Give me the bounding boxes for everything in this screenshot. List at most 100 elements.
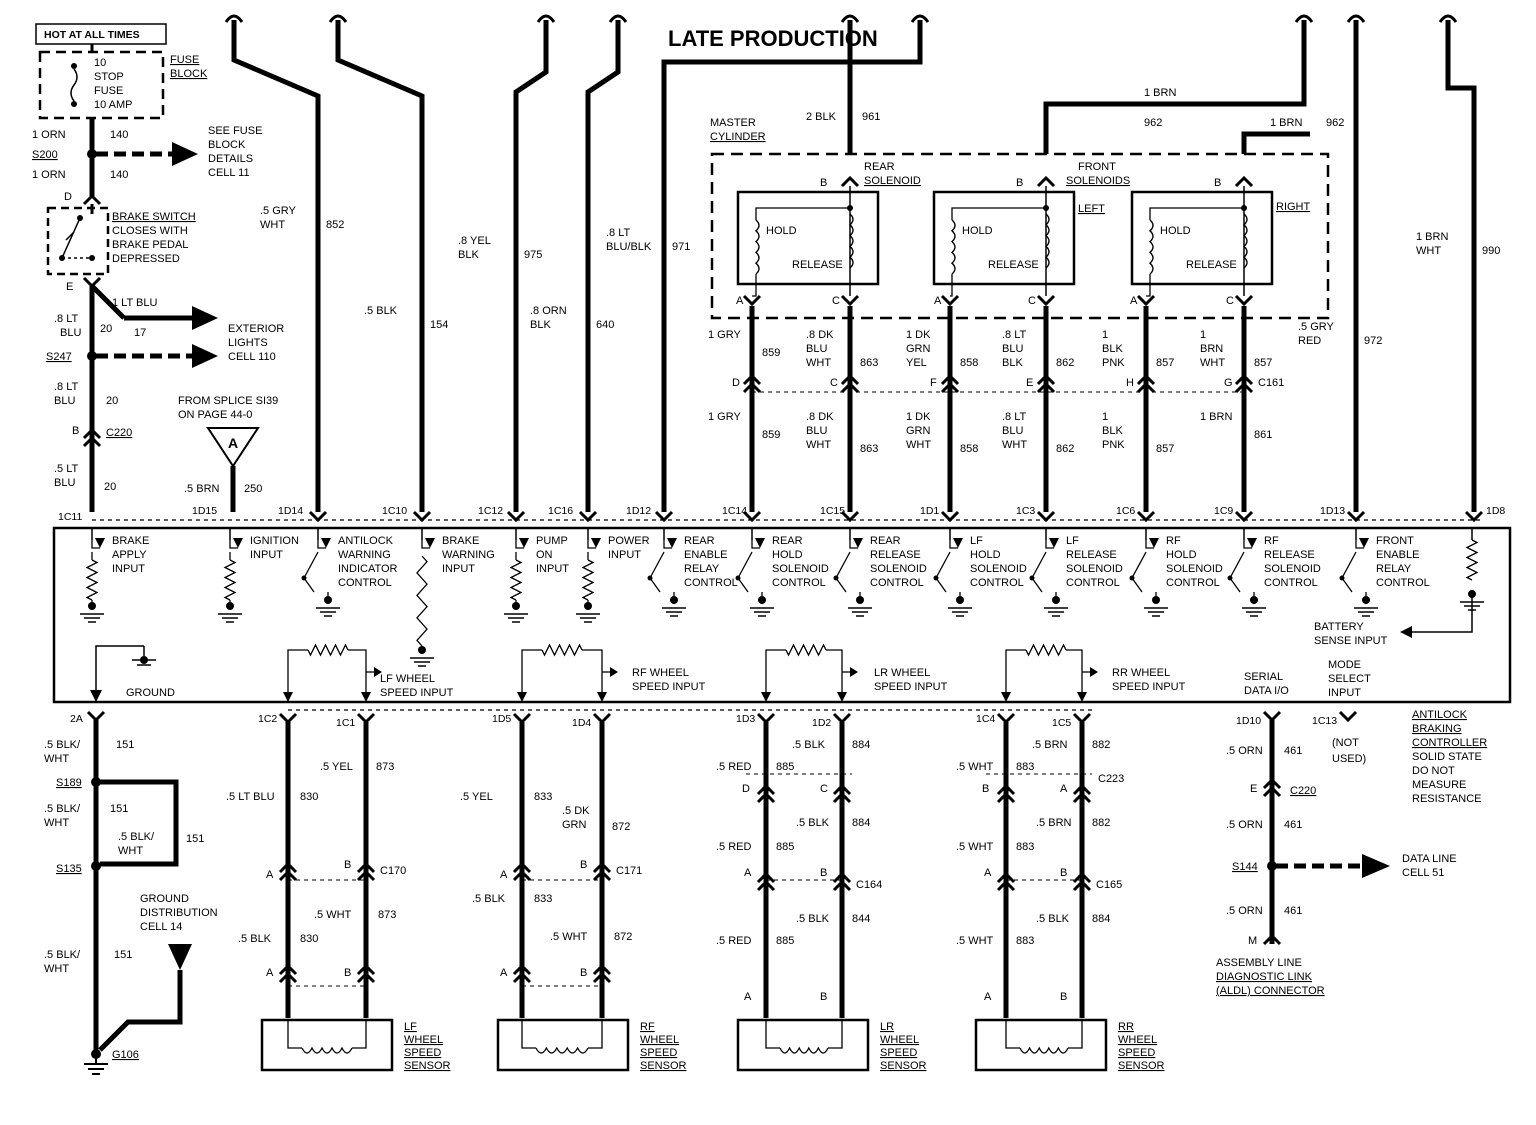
speed-arrow: [597, 692, 607, 702]
sensor-internal: [1068, 1020, 1083, 1049]
sensor-connector: [1072, 783, 1092, 796]
input-arrow: [953, 538, 963, 548]
release-label: RELEASE: [1186, 259, 1237, 271]
pin-1D2: 1D2: [812, 717, 831, 729]
circuit-852: 852: [326, 219, 344, 231]
controller-input-label-12-0: RF: [1264, 535, 1279, 547]
controller-input-label-10-3: CONTROL: [1066, 577, 1120, 589]
brake-switch-line-2: CLOSES WITH: [112, 225, 188, 237]
wire-break-symbol: [608, 14, 628, 23]
wire-990-path: [1445, 20, 1477, 512]
input-lead: [229, 540, 238, 549]
speed-lead: [765, 649, 786, 702]
aldl-circuit: 1D10 1C13 (NOT USED) .5 ORN 461 E C220 .…: [1216, 710, 1457, 997]
wire-upper-circuit: 859: [762, 347, 780, 359]
input-lead: [849, 540, 858, 549]
mode-select-1: MODE: [1328, 659, 1361, 671]
circuit-140-a: 140: [110, 129, 128, 141]
sensor-upper-wire-b2: GRN: [562, 819, 587, 831]
circuit-971: 971: [672, 241, 690, 253]
ecm-pin-chevron: [1234, 510, 1254, 523]
wire-color-975-b: BLK: [458, 249, 479, 261]
switch-blade: [835, 577, 847, 593]
sensor-lower-wire-a: .5 BLK: [238, 933, 272, 945]
connector-C170: C170: [380, 865, 406, 877]
wire-1ltblu: 1 LT BLU: [112, 297, 158, 309]
sensor-coil: [535, 1046, 589, 1054]
solenoid-pin-c: C: [832, 295, 840, 307]
circuit-140-b: 140: [110, 169, 128, 181]
sensor-pin-chevron: [512, 712, 532, 725]
controller-input-label-10-0: LF: [1066, 535, 1079, 547]
sensor-pin-chevron: [832, 712, 852, 725]
input-lead: [421, 540, 430, 549]
aldl-circuit-3: 461: [1284, 905, 1302, 917]
wire-color-852-a: .5 GRY: [260, 205, 297, 217]
controller-input-label-10-2: SOLENOID: [1066, 563, 1123, 575]
sensor-upper-wire-a: .5 RED: [716, 761, 752, 773]
c161-chevron: [742, 373, 762, 386]
wire-upper-circuit: 857: [1254, 357, 1272, 369]
abc-note-6: MEASURE: [1412, 779, 1466, 791]
controller-input-label-5-1: INPUT: [608, 549, 641, 561]
controller-input-label-0-2: INPUT: [112, 563, 145, 575]
sensor-name-1: WHEEL: [640, 1034, 679, 1046]
battery-resistor: [1465, 539, 1479, 581]
exterior-lights-2: LIGHTS: [228, 337, 268, 349]
input-resistor: [85, 559, 99, 601]
wire-color-971-b: BLU/BLK: [606, 241, 652, 253]
sensor-conn-pin-b: B: [580, 859, 587, 871]
release-coil: [1044, 213, 1050, 269]
aldl-wire-3: .5 ORN: [1226, 905, 1263, 917]
sensor-pin-a: A: [500, 967, 508, 979]
circuit-154: 154: [430, 319, 448, 331]
controller-input-label-0-1: APPLY: [112, 549, 147, 561]
pin-1D4: 1D4: [572, 717, 591, 729]
ecm-pin-chevron: [1346, 510, 1366, 523]
sensor-name-0: LF: [404, 1021, 417, 1033]
c161-chevron: [940, 381, 960, 394]
solenoid-pin-a: A: [1130, 295, 1138, 307]
solenoid-pin-c: C: [1028, 295, 1036, 307]
serial-data-2: DATA I/O: [1244, 685, 1289, 697]
gnd-dist-2: DISTRIBUTION: [140, 907, 218, 919]
input-lead: [1355, 540, 1364, 549]
pin-1C5: 1C5: [1052, 717, 1071, 729]
fuse-text-2: STOP: [94, 71, 124, 83]
controller-input-label-7-0: REAR: [772, 535, 803, 547]
controller-input-label-6-1: ENABLE: [684, 549, 727, 561]
gnd-circuit-2: 151: [110, 803, 128, 815]
fuse-text-3: FUSE: [94, 85, 123, 97]
switch-blade: [1031, 577, 1043, 593]
wire-upper-color-c: WHT: [806, 357, 831, 369]
pin-1C14: 1C14: [722, 505, 747, 517]
sensor-mid-wire-a: .5 WHT: [956, 841, 994, 853]
circuit-961: 961: [862, 111, 880, 123]
solenoid-pin-b-chevron: [1234, 175, 1254, 188]
controller-input-label-7-1: HOLD: [772, 549, 803, 561]
speed-arrow: [283, 692, 293, 702]
sensor-connector: [832, 783, 852, 796]
controller-input-label-13-3: CONTROL: [1376, 577, 1430, 589]
switch-blade: [737, 577, 749, 593]
sensor-connector: [356, 971, 376, 984]
speed-input-0: [283, 643, 382, 702]
gnd-wire-2: WHT: [44, 753, 69, 765]
aldl-wire-2: .5 ORN: [1226, 819, 1263, 831]
wire-upper-color-c: YEL: [906, 357, 927, 369]
speed-resistor: [307, 643, 349, 657]
see-fuse-1: SEE FUSE: [208, 125, 262, 137]
sensor-connector: [592, 963, 612, 976]
sensor-lower-wire-a: .5 WHT: [956, 935, 994, 947]
sensor-pin-chevron: [278, 712, 298, 725]
speed-arrow: [374, 667, 382, 677]
ecm-pin-chevron: [578, 510, 598, 523]
input-lead: [1045, 540, 1054, 549]
wire-5brn: .5 BRN: [184, 483, 220, 495]
brake-switch-line-1: BRAKE SWITCH: [112, 211, 196, 223]
